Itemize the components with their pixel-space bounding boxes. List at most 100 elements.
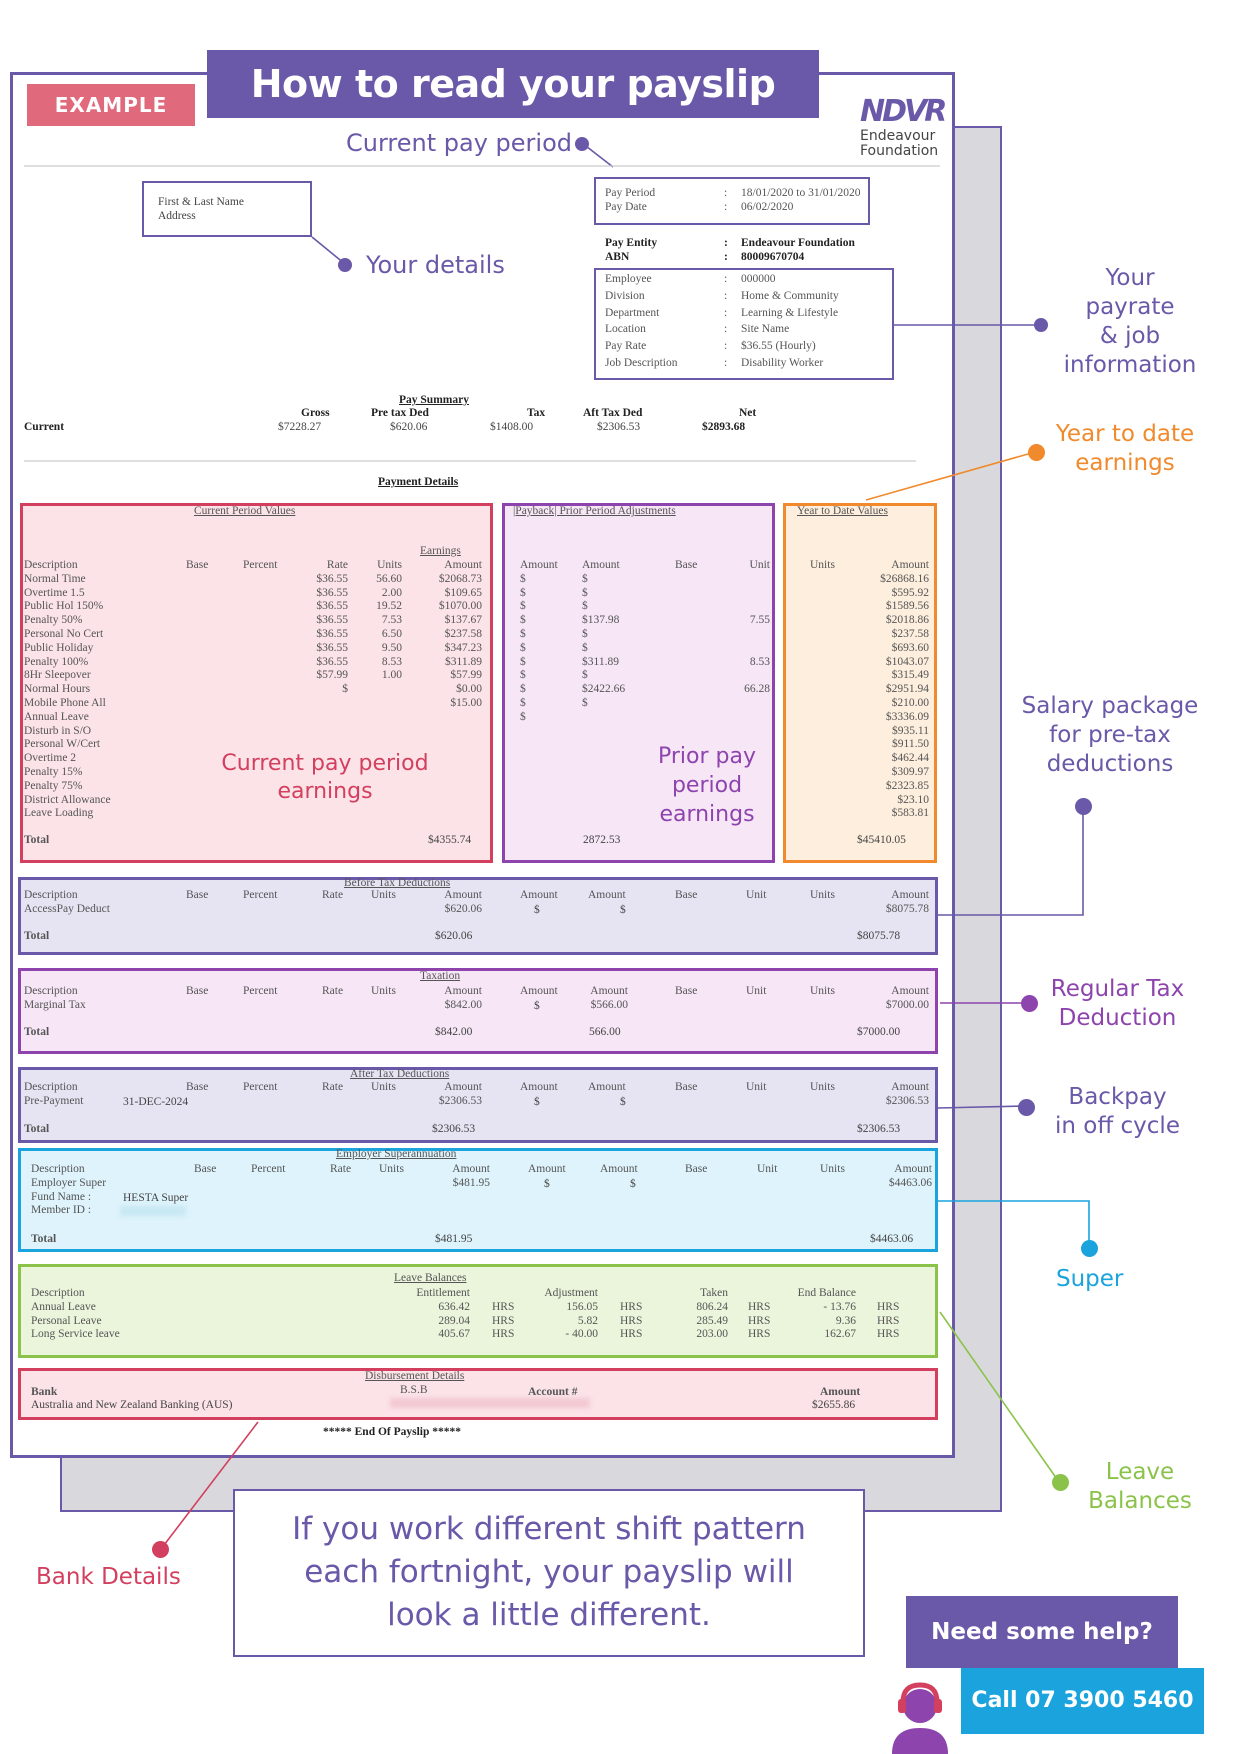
taxation-amount: Amount $842.00 xyxy=(444,985,482,1011)
super-heading: Employer Superannuation xyxy=(336,1148,457,1160)
summary-afttax-value: $2306.53 xyxy=(597,421,641,433)
summary-pretax-value: $620.06 xyxy=(390,421,428,433)
after-tax-ytd: Amount $2306.53 xyxy=(885,1081,929,1107)
leave-end-balance: End Balance - 13.76 9.36 162.67 xyxy=(797,1287,856,1341)
ytd-units: Units xyxy=(810,559,835,571)
line-bank xyxy=(160,1421,259,1550)
super-base-header: Base xyxy=(194,1163,217,1175)
super-member-id-redacted xyxy=(120,1206,186,1216)
before-tax-pp-symbol: $ xyxy=(620,904,626,916)
taxation-unit-header: Unit xyxy=(746,985,767,997)
after-tax-heading: After Tax Deductions xyxy=(350,1068,450,1080)
earnings-percent: Percent xyxy=(243,559,278,571)
support-person-icon xyxy=(892,1682,948,1754)
taxation-ppbase-header: Base xyxy=(675,985,698,997)
earnings-rate: Rate $36.55 $36.55 $36.55 $36.55 $36.55 … xyxy=(316,559,348,696)
disbursement-account-label: Account # xyxy=(528,1386,578,1398)
callout-bank-details: Bank Details xyxy=(36,1564,181,1590)
ytd-amounts: Amount $26868.16 $595.92 $1589.56 $2018.… xyxy=(880,559,929,820)
super-description: Description Employer Super Fund Name : M… xyxy=(31,1163,107,1217)
line-salary xyxy=(938,808,1084,916)
earnings-heading: Earnings xyxy=(420,545,461,557)
earnings-base: Base xyxy=(186,559,209,571)
before-tax-percent-header: Percent xyxy=(243,889,278,901)
payment-details-heading: Payment Details xyxy=(378,476,459,488)
super-units-header: Units xyxy=(379,1163,404,1175)
after-tax-total-label: Total xyxy=(24,1123,50,1135)
example-badge: EXAMPLE xyxy=(27,84,195,126)
super-ytd: Amount $4463.06 xyxy=(888,1163,932,1189)
before-tax-box xyxy=(18,877,938,955)
pay-period-values: 18/01/2020 to 31/01/2020 06/02/2020 xyxy=(741,187,861,213)
taxation-base-header: Base xyxy=(186,985,209,997)
taxation-rate-header: Rate xyxy=(322,985,344,997)
super-amount: Amount $481.95 xyxy=(452,1163,490,1189)
after-tax-percent-header: Percent xyxy=(243,1081,278,1093)
after-tax-total: $2306.53 xyxy=(432,1123,476,1135)
callout-payrate: Your payrate & job information xyxy=(1063,265,1197,378)
callout-ytd: Year to date earnings xyxy=(1055,421,1195,476)
earnings-description: Description Normal Time Overtime 1.5 Pub… xyxy=(24,559,111,820)
job-labels: Employee Division Department Location Pa… xyxy=(605,273,678,369)
callout-dot-backpay xyxy=(1018,1099,1035,1116)
callout-dot-period xyxy=(575,137,589,151)
super-fund-name: HESTA Super xyxy=(123,1192,189,1204)
ytd-heading: Year to Date Values xyxy=(797,505,888,517)
line-ytd xyxy=(865,451,1036,501)
taxation-pp-total: 566.00 xyxy=(589,1026,621,1038)
after-tax-pp-header: Amount xyxy=(588,1081,626,1093)
taxation-total: $842.00 xyxy=(435,1026,473,1038)
summary-tax-value: $1408.00 xyxy=(490,421,534,433)
line-leave xyxy=(939,1311,1060,1483)
callout-dot-leave xyxy=(1052,1474,1069,1491)
job-colons: : : : : : : xyxy=(724,273,728,369)
call-number-button[interactable]: Call 07 3900 5460 xyxy=(961,1668,1204,1734)
prior-period-box xyxy=(502,503,775,863)
before-tax-heading: Before Tax Deductions xyxy=(344,877,451,889)
super-unit-header: Unit xyxy=(757,1163,778,1175)
leave-hrs-3: HRS HRS HRS xyxy=(748,1300,771,1341)
earnings-total-current: $4355.74 xyxy=(428,834,472,846)
leave-hrs-1: HRS HRS HRS xyxy=(492,1300,515,1341)
after-tax-pp-symbol: $ xyxy=(620,1096,626,1108)
summary-net-value: $2893.68 xyxy=(702,421,746,433)
ytd-box xyxy=(783,503,937,863)
shift-pattern-note: If you work different shift pattern each… xyxy=(233,1489,865,1657)
summary-pretax-header: Pre tax Ded xyxy=(371,407,429,419)
leave-description: Description Annual Leave Personal Leave … xyxy=(31,1287,120,1341)
callout-super: Super xyxy=(1056,1266,1124,1292)
prior-amount: Amount $ $ $ $137.98 $ $ $311.89 $ $2422… xyxy=(582,559,626,709)
after-tax-ytdunits-header: Units xyxy=(810,1081,835,1093)
before-tax-base-header: Base xyxy=(186,889,209,901)
after-tax-pb-symbol: $ xyxy=(534,1096,540,1108)
before-tax-ytdunits-header: Units xyxy=(810,889,835,901)
entity-labels: Pay Entity ABN xyxy=(605,237,658,263)
logo-mark: NDVR xyxy=(860,94,947,129)
taxation-heading: Taxation xyxy=(420,970,461,982)
super-pp-header: Amount xyxy=(600,1163,638,1175)
endeavour-logo: NDVR Endeavour Foundation xyxy=(860,94,947,167)
super-ytd-total: $4463.06 xyxy=(870,1233,914,1245)
earnings-units: Units 56.60 2.00 19.52 7.53 6.50 9.50 8.… xyxy=(376,559,402,682)
callout-dot-details xyxy=(338,258,352,272)
disbursement-amount: $2655.86 xyxy=(812,1399,856,1411)
earnings-total-label: Total xyxy=(24,834,50,846)
callout-leave-balances: Leave Balances xyxy=(1088,1459,1192,1514)
taxation-pb-symbol: $ xyxy=(534,1000,540,1012)
address-line: Address xyxy=(158,210,196,222)
leave-box xyxy=(18,1264,938,1358)
after-tax-box xyxy=(18,1067,938,1143)
current-period-heading: Current Period Values xyxy=(194,505,296,517)
after-tax-ppbase-header: Base xyxy=(675,1081,698,1093)
callout-dot-bank xyxy=(152,1541,169,1558)
summary-afttax-header: Aft Tax Ded xyxy=(583,407,643,419)
leave-hrs-2: HRS HRS HRS xyxy=(620,1300,643,1341)
earnings-total-ytd: $45410.05 xyxy=(857,834,906,846)
callout-dot-payrate xyxy=(1034,318,1048,332)
callout-current-pay-period: Current pay period xyxy=(346,129,572,157)
super-rate-header: Rate xyxy=(330,1163,352,1175)
leave-hrs-4: HRS HRS HRS xyxy=(877,1300,900,1341)
before-tax-total: $620.06 xyxy=(435,930,473,942)
callout-dot-ytd xyxy=(1028,444,1045,461)
callout-salary-package: Salary package for pre-tax deductions xyxy=(1021,693,1199,777)
